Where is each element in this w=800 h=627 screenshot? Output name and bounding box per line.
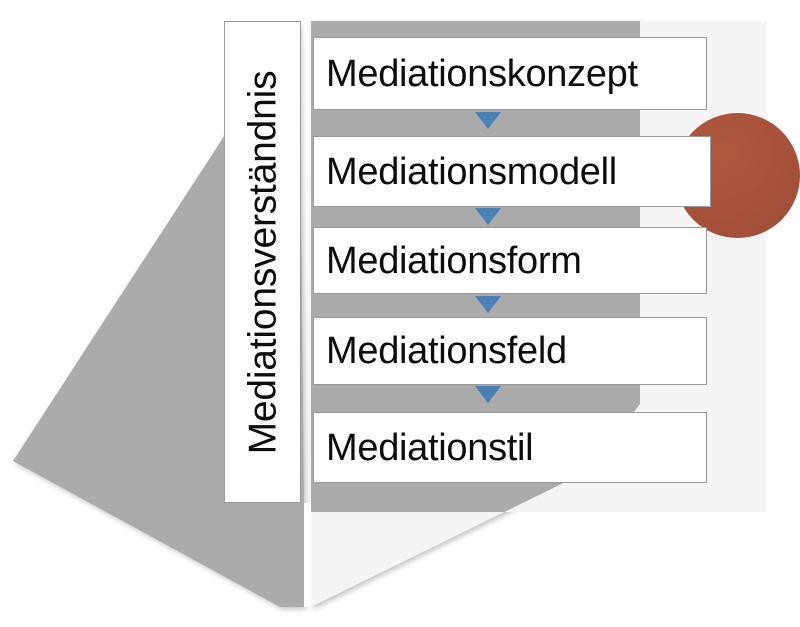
connector-arrow-3-icon <box>475 296 501 313</box>
step-box-1[interactable]: Mediationskonzept <box>313 37 707 110</box>
side-title-label: Mediationsverständnis <box>241 70 284 454</box>
step-box-3[interactable]: Mediationsform <box>313 227 707 294</box>
step-label-2: Mediationsmodell <box>326 150 617 193</box>
step-label-3: Mediationsform <box>326 239 582 282</box>
step-box-2[interactable]: Mediationsmodell <box>313 136 711 207</box>
step-label-4: Mediationsfeld <box>326 330 567 372</box>
step-box-5[interactable]: Mediationstil <box>313 412 707 483</box>
side-title-box[interactable]: Mediationsverständnis <box>224 21 301 503</box>
step-box-4[interactable]: Mediationsfeld <box>313 317 707 385</box>
connector-arrow-4-icon <box>475 386 501 403</box>
step-label-5: Mediationstil <box>326 426 534 469</box>
step-label-1: Mediationskonzept <box>326 52 638 95</box>
connector-arrow-2-icon <box>475 208 501 225</box>
connector-arrow-1-icon <box>475 112 501 129</box>
